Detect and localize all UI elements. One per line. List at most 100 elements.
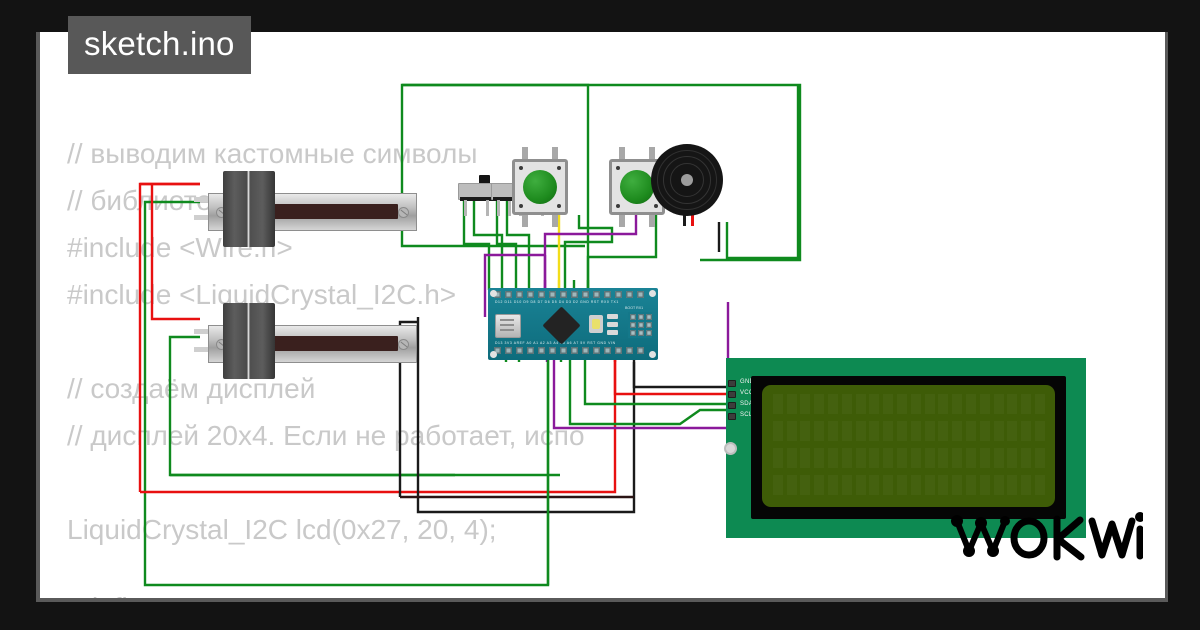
pushbutton-1-cap[interactable] — [523, 170, 557, 204]
pushbutton-2-leg-tr[interactable] — [649, 147, 655, 160]
slide-switch-2-pin-1[interactable] — [497, 200, 500, 216]
slide-potentiometer-2[interactable] — [170, 303, 417, 379]
lcd-mount-hole-left — [724, 442, 737, 455]
nano-pad-bot-14[interactable] — [637, 347, 644, 354]
lcd-cell — [785, 391, 799, 418]
lcd-cell — [992, 418, 1006, 445]
nano-pad-top-12[interactable] — [615, 291, 622, 298]
nano-pad-top-4[interactable] — [527, 291, 534, 298]
nano-icsp-header[interactable] — [628, 312, 652, 338]
lcd-cell — [826, 445, 840, 472]
arduino-nano[interactable]: D12 D11 D10 D9 D8 D7 D6 D5 D4 D3 D2 GND … — [488, 288, 658, 360]
lcd-cell — [992, 445, 1006, 472]
lcd-cell — [923, 391, 937, 418]
pushbutton-2-leg-bl[interactable] — [619, 214, 625, 227]
pushbutton-1-screw-bl — [519, 204, 523, 208]
slide-switch-1-pin-3[interactable] — [508, 200, 511, 216]
nano-pad-top-1[interactable] — [494, 291, 501, 298]
nano-usb-connector[interactable] — [495, 314, 521, 338]
nano-pad-top-3[interactable] — [516, 291, 523, 298]
pot2-knob[interactable] — [223, 303, 275, 379]
lcd-pin-gnd[interactable] — [728, 380, 736, 387]
wire-layer — [138, 83, 802, 587]
lcd-cell — [785, 445, 799, 472]
lcd-cell — [826, 418, 840, 445]
nano-pad-bot-4[interactable] — [527, 347, 534, 354]
nano-pad-bot-10[interactable] — [593, 347, 600, 354]
pot2-pin-gnd[interactable] — [194, 347, 208, 352]
nano-pad-bot-3[interactable] — [516, 347, 523, 354]
lcd-cell — [854, 418, 868, 445]
nano-pad-top-11[interactable] — [604, 291, 611, 298]
nano-pad-top-13[interactable] — [626, 291, 633, 298]
nano-pad-bot-5[interactable] — [538, 347, 545, 354]
pot1-knob[interactable] — [223, 171, 275, 247]
nano-pad-bot-8[interactable] — [571, 347, 578, 354]
lcd-cell — [964, 391, 978, 418]
nano-header-top[interactable] — [494, 291, 652, 301]
pot2-pin-vcc[interactable] — [194, 329, 208, 334]
pushbutton-2-leg-tl[interactable] — [619, 147, 625, 160]
lcd-cell — [854, 445, 868, 472]
lcd-pin-sda[interactable] — [728, 402, 736, 409]
pushbutton-1-leg-tl[interactable] — [522, 147, 528, 160]
buzzer-pin-positive[interactable] — [691, 214, 694, 226]
pot1-pin-gnd[interactable] — [194, 215, 208, 220]
nano-header-bottom[interactable] — [494, 347, 652, 357]
slide-switch-1-pin-1[interactable] — [464, 200, 467, 216]
pushbutton-1-screw-br — [557, 204, 561, 208]
lcd-cell — [840, 418, 854, 445]
nano-pad-top-8[interactable] — [571, 291, 578, 298]
nano-pad-top-6[interactable] — [549, 291, 556, 298]
nano-pad-bot-11[interactable] — [604, 347, 611, 354]
nano-top-pin-labels: D12 D11 D10 D9 D8 D7 D6 D5 D4 D3 D2 GND … — [495, 300, 619, 304]
nano-pad-bot-9[interactable] — [582, 347, 589, 354]
lcd-pin-label-sda: SDA — [740, 401, 754, 407]
nano-pad-top-14[interactable] — [637, 291, 644, 298]
nano-mount-hole-tr — [649, 290, 656, 297]
lcd-cell — [881, 445, 895, 472]
pushbutton-2-leg-br[interactable] — [649, 214, 655, 227]
lcd-cell — [1006, 418, 1020, 445]
nano-pad-top-10[interactable] — [593, 291, 600, 298]
slide-switch-1-lever[interactable] — [479, 175, 490, 186]
lcd-cell — [771, 472, 785, 499]
nano-pad-top-2[interactable] — [505, 291, 512, 298]
nano-pad-top-9[interactable] — [582, 291, 589, 298]
lcd-20x4-i2c[interactable]: GND VCC SDA SCL — [724, 358, 1086, 538]
lcd-cell — [785, 472, 799, 499]
slide-switch-1-pin-2[interactable] — [486, 200, 489, 216]
nano-pad-top-5[interactable] — [538, 291, 545, 298]
circuit-diagram[interactable]: D12 D11 D10 D9 D8 D7 D6 D5 D4 D3 D2 GND … — [40, 32, 1165, 598]
nano-pad-bot-13[interactable] — [626, 347, 633, 354]
pushbutton-1[interactable] — [512, 147, 568, 227]
lcd-cell — [1033, 445, 1047, 472]
nano-pad-top-7[interactable] — [560, 291, 567, 298]
lcd-cell — [950, 445, 964, 472]
diagram-canvas[interactable]: // выводим кастомные символы// библиотек… — [40, 32, 1165, 598]
lcd-pin-vcc[interactable] — [728, 391, 736, 398]
buzzer-pin-negative[interactable] — [683, 214, 686, 226]
lcd-cell — [812, 472, 826, 499]
lcd-cell — [895, 445, 909, 472]
lcd-pin-scl[interactable] — [728, 413, 736, 420]
pushbutton-1-leg-tr[interactable] — [552, 147, 558, 160]
nano-pad-bot-1[interactable] — [494, 347, 501, 354]
lcd-cell — [826, 391, 840, 418]
pushbutton-1-leg-br[interactable] — [552, 214, 558, 227]
nano-pad-bot-2[interactable] — [505, 347, 512, 354]
buzzer-sound-hole — [681, 174, 693, 186]
nano-pad-bot-7[interactable] — [560, 347, 567, 354]
pot1-pin-vcc[interactable] — [194, 197, 208, 202]
lcd-cell — [950, 418, 964, 445]
file-tab-sketch[interactable]: sketch.ino — [68, 16, 251, 74]
slide-potentiometer-1[interactable] — [170, 171, 417, 247]
pushbutton-2-cap[interactable] — [620, 170, 654, 204]
lcd-cell — [978, 472, 992, 499]
buzzer[interactable] — [651, 144, 723, 226]
nano-pad-bot-12[interactable] — [615, 347, 622, 354]
pushbutton-1-leg-bl[interactable] — [522, 214, 528, 227]
nano-pad-bot-6[interactable] — [549, 347, 556, 354]
lcd-cell — [840, 472, 854, 499]
